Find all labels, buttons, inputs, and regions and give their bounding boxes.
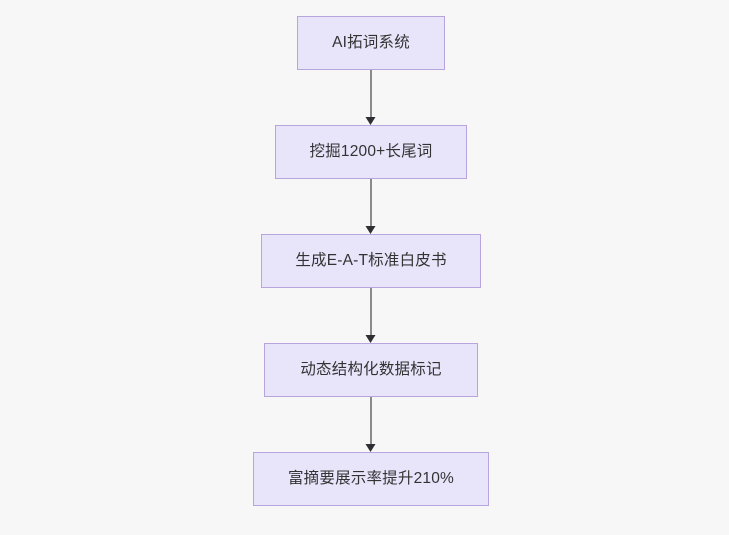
arrow-head-icon — [365, 335, 376, 343]
flow-edge-line — [370, 397, 372, 445]
flow-node-label: AI拓词系统 — [332, 33, 410, 51]
flow-node-dynamic-structured-data-markup[interactable]: 动态结构化数据标记 — [264, 343, 478, 397]
flow-node-label: 挖掘1200+长尾词 — [309, 142, 433, 160]
flow-node-label: 富摘要展示率提升210% — [287, 469, 455, 487]
flow-node-mine-longtail-keywords[interactable]: 挖掘1200+长尾词 — [275, 125, 467, 179]
flow-node-label: 动态结构化数据标记 — [300, 360, 442, 378]
flow-node-generate-eat-whitepaper[interactable]: 生成E-A-T标准白皮书 — [261, 234, 481, 288]
arrow-head-icon — [365, 226, 376, 234]
arrow-head-icon — [365, 444, 376, 452]
flow-node-rich-snippet-impression-lift[interactable]: 富摘要展示率提升210% — [253, 452, 489, 506]
flow-edge-line — [370, 288, 372, 336]
flow-node-label: 生成E-A-T标准白皮书 — [295, 251, 447, 269]
flow-node-ai-keyword-system[interactable]: AI拓词系统 — [297, 16, 445, 70]
flow-edge-line — [370, 70, 372, 118]
arrow-head-icon — [365, 117, 376, 125]
flow-edge-line — [370, 179, 372, 227]
